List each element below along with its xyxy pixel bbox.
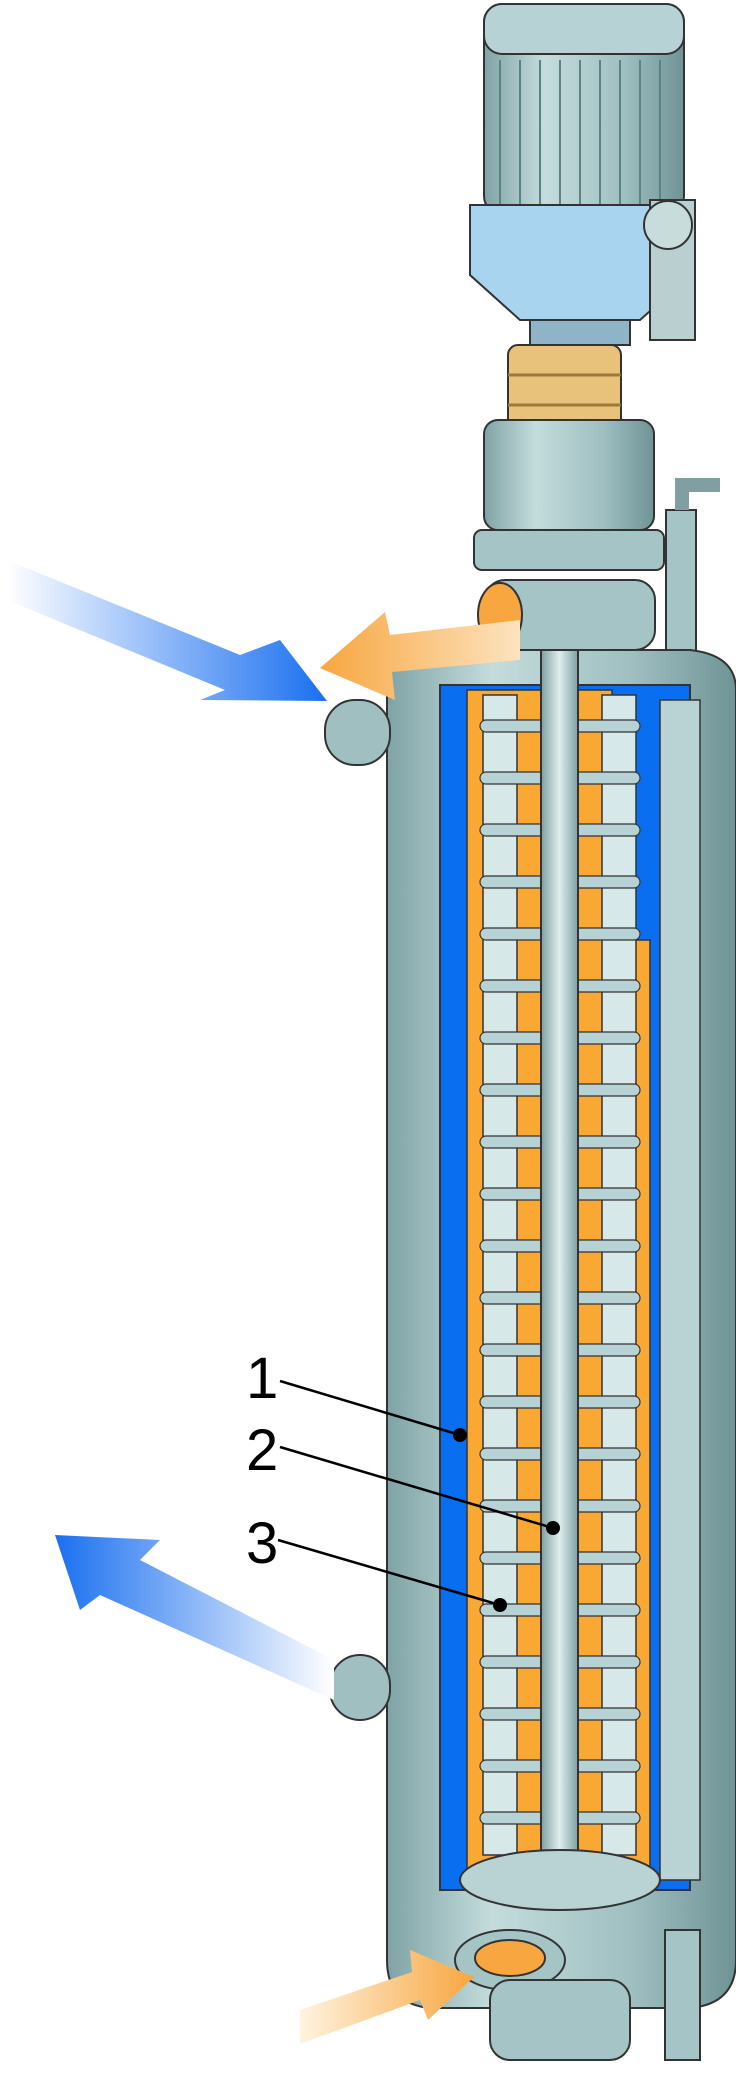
bearing-housing <box>473 419 720 671</box>
media-inlet-nozzle <box>324 699 391 766</box>
leader-lines <box>277 1379 554 1607</box>
scraper-blade-right <box>601 694 637 1856</box>
media-outlet-nozzle <box>329 1654 391 1721</box>
label-2: 2 <box>246 1418 279 1483</box>
rotor-shaft <box>540 599 579 1881</box>
product-inlet <box>454 1929 701 2061</box>
coupling <box>507 344 622 442</box>
leader-dot-1 <box>453 1428 467 1442</box>
gearbox <box>469 199 696 346</box>
leader-dot-3 <box>493 1598 507 1612</box>
insulation-right <box>659 699 701 1881</box>
leader-dot-2 <box>546 1521 560 1535</box>
leader-line-2 <box>279 1445 554 1530</box>
motor <box>483 3 685 215</box>
media-outlet-arrow <box>55 1535 334 1700</box>
product-outlet-arrow <box>320 612 520 700</box>
media-inlet-arrow <box>7 560 327 701</box>
leader-line-1 <box>279 1379 461 1437</box>
scraper-blade-left <box>482 694 518 1856</box>
rotor-base-disc <box>459 1849 661 1911</box>
label-1: 1 <box>246 1346 279 1411</box>
label-3: 3 <box>246 1511 279 1576</box>
leader-line-3 <box>277 1538 501 1607</box>
product-inlet-arrow <box>300 1950 474 2044</box>
